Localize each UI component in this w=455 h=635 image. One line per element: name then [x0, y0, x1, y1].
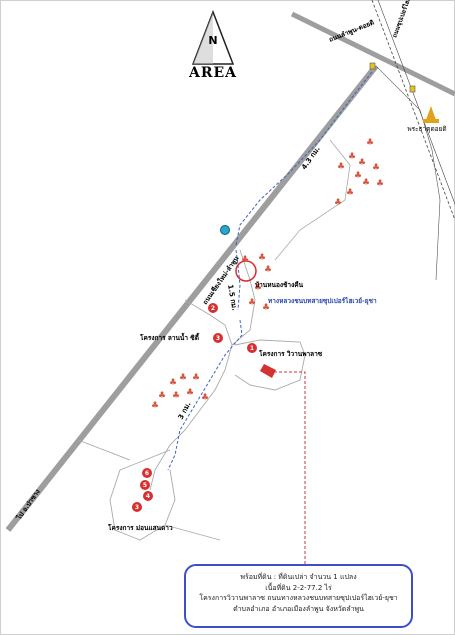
road-superhighway [371, 0, 455, 221]
site-road-label: ทางหลวงชนบทสายซุปเปอร์ไฮเวย์-ยุชา [268, 296, 377, 305]
location-pin-icon [220, 225, 230, 235]
distance-label: 3 กม. [177, 401, 193, 421]
road-top [290, 11, 455, 97]
tree-icons: ♣♣♣ ♣♣♣ ♣♣♣ ♣♣♣ ♣♣♣ ♣♣♣ ♣♣♣ ♣♣♣ [151, 138, 384, 411]
svg-text:♣: ♣ [169, 378, 177, 388]
info-line-2: เนื้อที่ดิน 2-2-77.2 ไร่ [265, 583, 332, 592]
project-1-label: โครงการ วิวานพาลาซ [258, 349, 323, 358]
site-label: บ้านหนองช้างคืน [255, 280, 304, 289]
svg-text:♣: ♣ [151, 401, 159, 411]
marker-label: 3 [216, 335, 220, 342]
svg-text:♣: ♣ [372, 163, 380, 173]
svg-text:♣: ♣ [264, 265, 272, 275]
svg-text:♣: ♣ [172, 391, 180, 401]
svg-text:♣: ♣ [366, 138, 374, 148]
marker-label: 6 [145, 470, 149, 477]
road-thin-inner [274, 139, 351, 261]
brand-label: AREA [188, 65, 237, 81]
compass-north-label: N [208, 34, 217, 47]
temple-icon [423, 106, 439, 123]
direction-label: ไป อ.ป่าซาง [14, 487, 42, 522]
svg-text:♣: ♣ [346, 188, 354, 198]
svg-text:♣: ♣ [262, 303, 270, 313]
svg-text:♣: ♣ [362, 178, 370, 188]
svg-text:♣: ♣ [258, 253, 266, 263]
svg-text:♣: ♣ [334, 198, 342, 208]
road-top-right-label: ถนนซุปเปอร์ไฮเวย์ [390, 0, 414, 39]
svg-text:♣: ♣ [348, 152, 356, 162]
road-thin-east [375, 65, 441, 281]
leader-line [260, 364, 306, 565]
svg-text:♣: ♣ [241, 255, 249, 265]
compass-icon: N AREA [188, 9, 237, 81]
svg-text:♣: ♣ [254, 283, 262, 293]
svg-text:♣: ♣ [337, 162, 345, 172]
road-superhighway-edge [377, 0, 455, 205]
marker-label: 1 [250, 345, 254, 352]
junction-marker-icon [369, 62, 376, 70]
marker-label: 2 [211, 305, 215, 312]
marker-label: 3 [135, 504, 139, 511]
project-2-label: โครงการ ลานน้ำ ซิตี้ [139, 332, 200, 342]
svg-text:♣: ♣ [201, 393, 209, 403]
route-dashed [167, 71, 373, 471]
marker-label: 5 [143, 482, 147, 489]
svg-text:♣: ♣ [186, 388, 194, 398]
numbered-markers: 2 3 1 6 5 4 3 [132, 303, 257, 512]
distance-label: 1.5 กม. [226, 284, 238, 311]
svg-text:♣: ♣ [358, 158, 366, 168]
info-line-4: ตำบลอำเภอ อำเภอเมืองลำพูน จังหวัดลำพูน [233, 604, 364, 613]
project-3-label: โครงการ ม่อนแสนดาว [107, 523, 173, 532]
svg-text:♣: ♣ [158, 391, 166, 401]
temple-label: พระธาตุดอยติ [407, 125, 446, 133]
svg-text:♣: ♣ [354, 171, 362, 181]
svg-text:♣: ♣ [179, 373, 187, 383]
svg-text:♣: ♣ [192, 373, 200, 383]
local-roads [77, 249, 306, 541]
svg-text:♣: ♣ [248, 298, 256, 308]
site-target-icon [235, 260, 257, 282]
info-box: พร้อมที่ดิน : ที่ดินเปล่า จำนวน 1 แปลง เ… [184, 564, 413, 628]
info-line-3: โครงการวิวานพาลาซ ถนนทางหลวงชนบทสายซุปเป… [199, 594, 398, 602]
info-line-1: พร้อมที่ดิน : ที่ดินเปล่า จำนวน 1 แปลง [240, 573, 357, 581]
junction-marker-icon [409, 85, 416, 93]
svg-text:♣: ♣ [376, 179, 384, 189]
road-main [5, 64, 379, 532]
marker-label: 4 [146, 493, 150, 500]
